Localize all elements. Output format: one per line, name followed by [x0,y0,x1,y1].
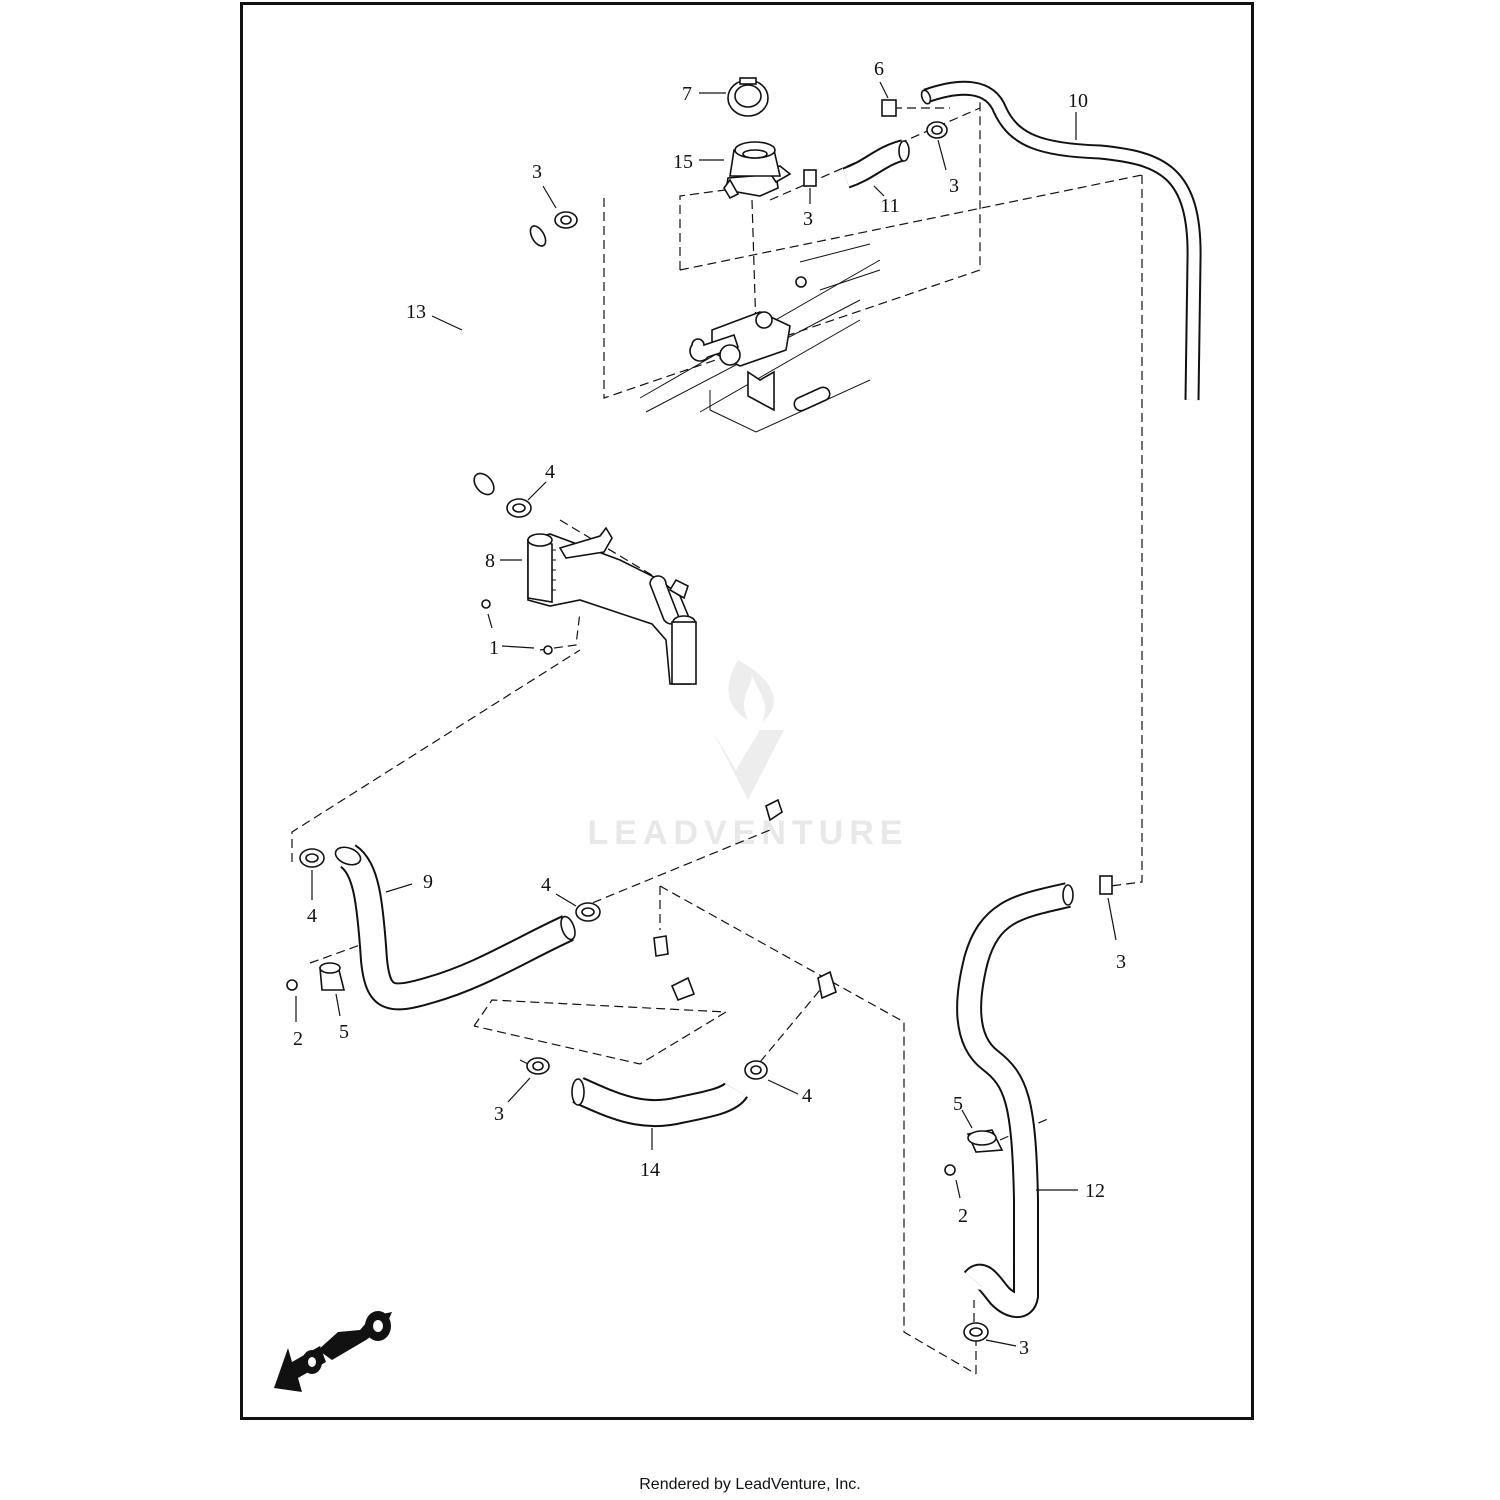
assembly-dashed-lines [291,100,1143,1375]
clamp-4-c[interactable] [575,902,601,922]
callout-4-center: 4 [541,874,551,896]
clamp-3-b[interactable] [926,121,948,139]
callout-5-right: 5 [953,1093,963,1115]
hose-11[interactable] [842,139,910,189]
filler-neck-15[interactable] [723,141,792,200]
grommet-top [765,798,783,822]
callout-7: 7 [682,83,692,105]
callout-3-bottom-right: 3 [1019,1337,1029,1359]
clamp-3-e[interactable] [1099,875,1113,895]
frame-mount-area [639,243,881,433]
callout-15: 15 [673,151,693,173]
screw-2-b[interactable] [944,1164,956,1176]
callout-4-radiator: 4 [545,461,555,483]
callout-3-top-center: 3 [803,208,813,230]
diagram-frame [240,2,1254,1420]
hose-13[interactable] [448,223,549,498]
callout-14: 14 [640,1159,660,1181]
leadventure-watermark: LEADVENTURE [587,660,908,852]
leader-lines [295,81,1117,1347]
callout-12: 12 [1085,1180,1105,1202]
radiator-cap-7[interactable] [727,77,769,117]
callout-4-left: 4 [307,905,317,927]
callout-labels: 1 2 2 3 3 3 3 3 3 4 4 4 4 5 5 6 7 8 9 10… [293,58,1126,1359]
callout-3-top-left: 3 [532,161,542,183]
bracket-5-a[interactable] [319,962,346,991]
hose-10[interactable] [920,80,1202,401]
front-direction-arrow-icon [274,1311,392,1392]
callout-5-left: 5 [339,1021,349,1043]
clamp-3-d[interactable] [526,1057,550,1075]
callout-2-right: 2 [958,1205,968,1227]
callout-11: 11 [880,195,899,217]
clamp-4-d[interactable] [744,1060,768,1080]
grommet-right [817,970,837,1000]
radiator-8[interactable] [527,526,697,685]
clamp-4-b[interactable] [299,848,325,868]
hose-9[interactable] [333,844,578,1011]
callout-4-bottom: 4 [802,1085,812,1107]
clamp-4-a[interactable] [506,498,532,518]
screw-1-a[interactable] [481,599,491,609]
callout-9: 9 [423,871,433,893]
clamp-3-a[interactable] [554,211,578,229]
fitting-mid [670,976,696,1002]
footer-credit: Rendered by LeadVenture, Inc. [639,1476,861,1493]
screw-2-a[interactable] [286,979,298,991]
callout-3-right: 3 [1116,951,1126,973]
callout-6: 6 [874,58,884,80]
callout-3-bottom-left: 3 [494,1103,504,1125]
clamp-6[interactable] [881,99,897,117]
callout-2-left: 2 [293,1028,303,1050]
watermark-text: LEADVENTURE [587,814,908,852]
clamp-3-f[interactable] [963,1322,989,1342]
callout-10: 10 [1068,90,1088,112]
callout-1: 1 [489,637,499,659]
grommet-mid [653,935,669,957]
clamp-3-c[interactable] [803,169,817,187]
callout-8: 8 [485,550,495,572]
hose-14[interactable] [571,1077,748,1128]
bracket-5-b[interactable] [966,1129,1004,1153]
hose-12[interactable] [956,882,1074,1318]
callout-3-top-right: 3 [949,175,959,197]
callout-13: 13 [406,301,426,323]
screw-1-b[interactable] [543,645,553,655]
